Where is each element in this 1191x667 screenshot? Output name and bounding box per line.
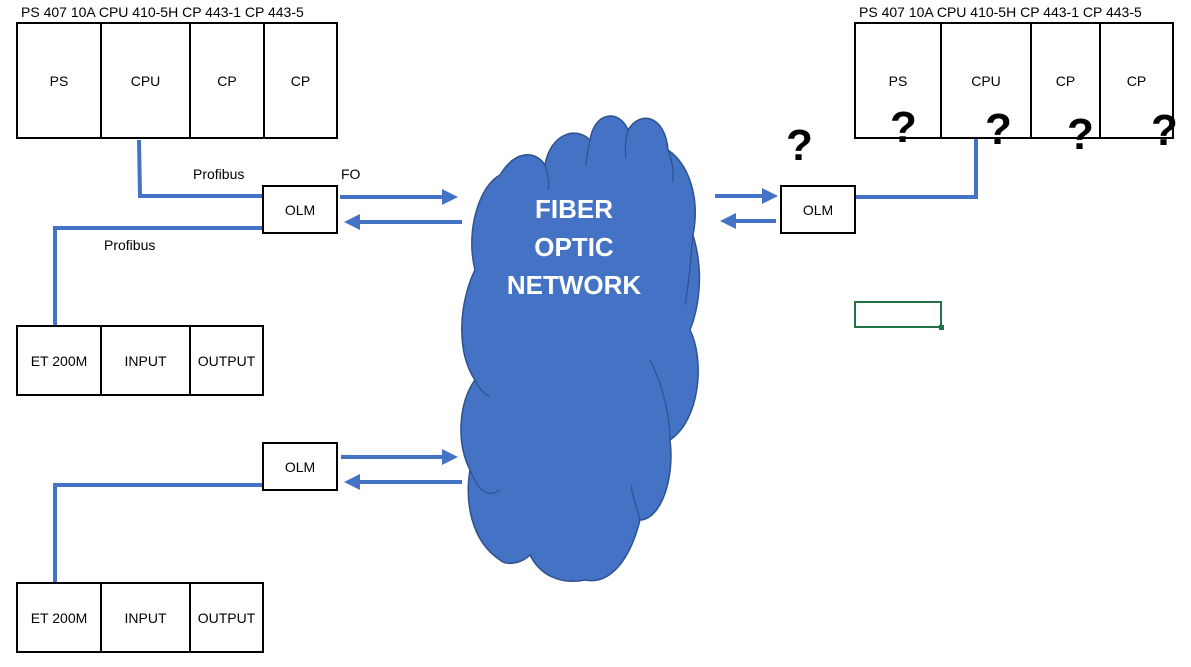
rack-right-slot-cpu: CPU (942, 24, 1032, 137)
rack-left-slot-cpu: CPU (102, 24, 191, 137)
rack-right-slot-cp-1: CP (1032, 24, 1101, 137)
label-profibus-upper: Profibus (193, 166, 245, 182)
cloud-label-line-2: OPTIC (534, 232, 614, 262)
et200m-2-slot-interface: ET 200M (18, 584, 102, 651)
et200m-1-slot-output: OUTPUT (197, 352, 256, 369)
cloud-label-line-1: FIBER (535, 194, 613, 224)
et200m-2-slot-input: INPUT (102, 584, 191, 651)
rack-right-slot-cp-2: CP (1126, 72, 1147, 89)
et200m-station-1: ET 200M INPUT OUTPUT (16, 325, 264, 396)
et200m-1-slot-input: INPUT (102, 327, 191, 394)
rack-left-caption: PS 407 10A CPU 410-5H CP 443-1 CP 443-5 (21, 4, 304, 20)
olm-top-left: OLM (262, 185, 338, 234)
rack-right-slot-ps: PS (856, 24, 942, 137)
profibus-link-olm-et200m-2 (53, 483, 264, 582)
rack-right-caption: PS 407 10A CPU 410-5H CP 443-1 CP 443-5 (859, 4, 1142, 20)
cloud-label: FIBER OPTIC NETWORK (454, 190, 694, 304)
question-mark-ps: ? (890, 103, 917, 152)
fill-handle[interactable] (939, 325, 944, 330)
profibus-link-right-olm-cpu (856, 137, 978, 199)
et200m-station-2: ET 200M INPUT OUTPUT (16, 582, 264, 653)
et200m-2-slot-output: OUTPUT (197, 609, 256, 626)
olm-bottom: OLM (262, 442, 338, 491)
fiber-optic-cloud (460, 115, 701, 582)
rack-right: PS CPU CP CP (854, 22, 1174, 139)
olm-right: OLM (780, 185, 856, 234)
rack-left-slot-cp-1: CP (191, 24, 265, 137)
label-fo: FO (341, 166, 361, 182)
rack-left-slot-cp-2: CP (290, 72, 311, 89)
rack-left: PS CPU CP CP (16, 22, 338, 139)
question-mark-cp-2: ? (1151, 106, 1178, 155)
et200m-1-slot-interface: ET 200M (18, 327, 102, 394)
selected-cell[interactable] (854, 301, 942, 328)
profibus-link-olm-et200m-1 (53, 226, 264, 325)
question-mark-olm: ? (786, 121, 813, 170)
profibus-link-cpu-olm (137, 139, 264, 198)
cloud-label-line-3: NETWORK (506, 270, 642, 300)
question-mark-cpu: ? (985, 105, 1012, 154)
label-profibus-lower: Profibus (104, 237, 156, 253)
question-mark-cp-1: ? (1067, 110, 1094, 159)
rack-left-slot-ps: PS (18, 24, 102, 137)
